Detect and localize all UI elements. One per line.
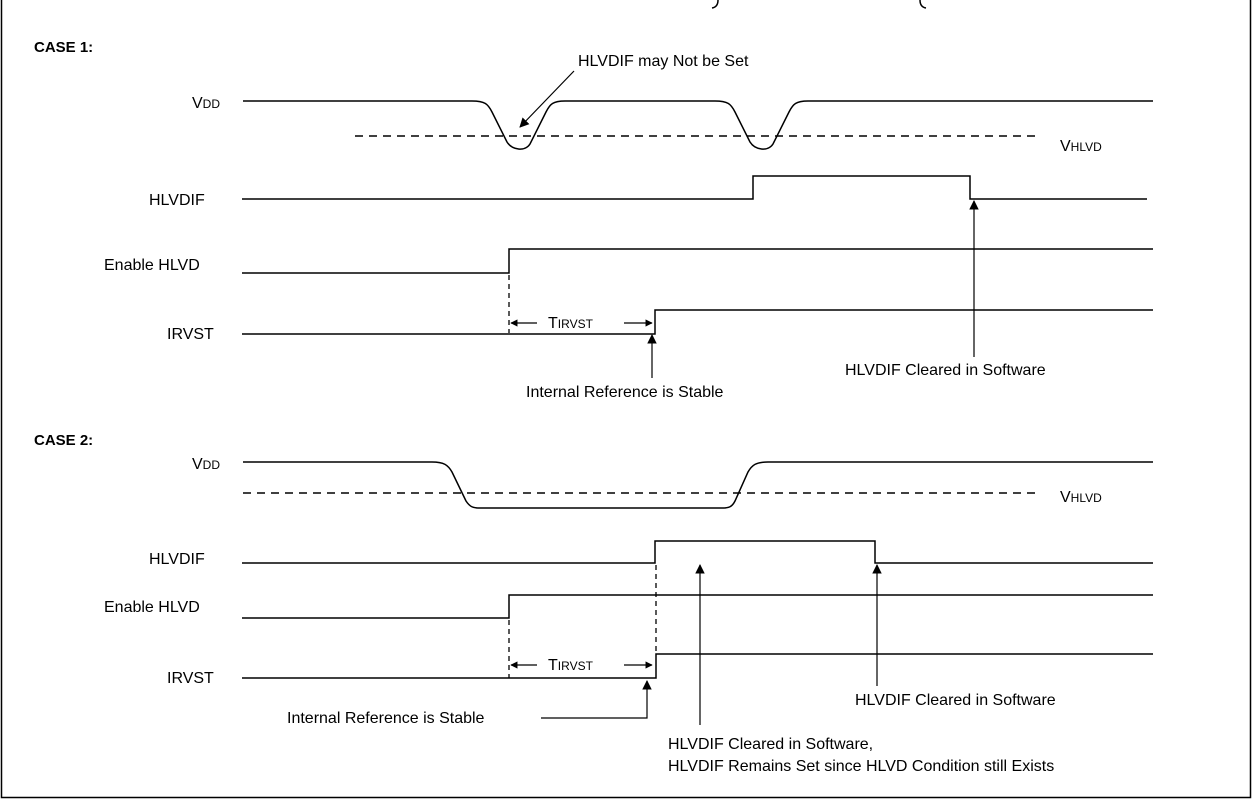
case-2-hlvdif-waveform	[242, 540, 1153, 564]
case-2-hlvdif-label: HLVDIF	[149, 551, 205, 568]
case-2-tirvst-label: TIRVST	[548, 657, 594, 674]
case-1: CASE 1: VDD VHLVD HLVDIF may Not be Set …	[34, 39, 1153, 401]
case-1-stable-note: Internal Reference is Stable	[526, 384, 724, 401]
case-1-vdd-label: VDD	[192, 95, 220, 112]
case-1-enable-label: Enable HLVD	[104, 257, 200, 274]
case-1-vdd-waveform	[243, 100, 1153, 150]
case-2-title: CASE 2:	[34, 432, 93, 449]
case-2-irvst-label: IRVST	[167, 670, 214, 687]
case-2-vdd-label: VDD	[192, 456, 220, 473]
case-2-irvst-waveform	[242, 653, 1153, 679]
clipped-heading-remnant	[711, 0, 927, 9]
case-2-enable-label: Enable HLVD	[104, 599, 200, 616]
case-1-irvst-waveform	[242, 309, 1153, 335]
case-1-not-set-arrow	[519, 70, 575, 128]
case-2-cleared-note: HLVDIF Cleared in Software	[855, 692, 1056, 709]
case-2-enable-waveform	[242, 594, 1153, 619]
case-1-vhlvd-label: VHLVD	[1060, 138, 1102, 155]
case-1-title: CASE 1:	[34, 39, 93, 56]
case-2-remains-note-line1: HLVDIF Cleared in Software,	[668, 736, 873, 753]
case-2: CASE 2: VDD VHLVD HLVDIF Enable HLVD IRV…	[34, 432, 1153, 775]
case-1-tirvst-label: TIRVST	[548, 315, 594, 332]
case-2-stable-note: Internal Reference is Stable	[287, 710, 485, 727]
case-2-vhlvd-label: VHLVD	[1060, 489, 1102, 506]
case-1-not-set-note: HLVDIF may Not be Set	[578, 53, 749, 70]
case-1-irvst-label: IRVST	[167, 326, 214, 343]
case-1-hlvdif-label: HLVDIF	[149, 192, 205, 209]
case-2-vdd-waveform	[243, 461, 1153, 509]
case-1-enable-waveform	[242, 248, 1153, 274]
case-1-hlvdif-waveform	[242, 175, 1147, 200]
case-1-cleared-note: HLVDIF Cleared in Software	[845, 362, 1046, 379]
case-2-remains-note-line2: HLVDIF Remains Set since HLVD Condition …	[668, 758, 1054, 775]
case-2-stable-arrow	[541, 680, 652, 719]
